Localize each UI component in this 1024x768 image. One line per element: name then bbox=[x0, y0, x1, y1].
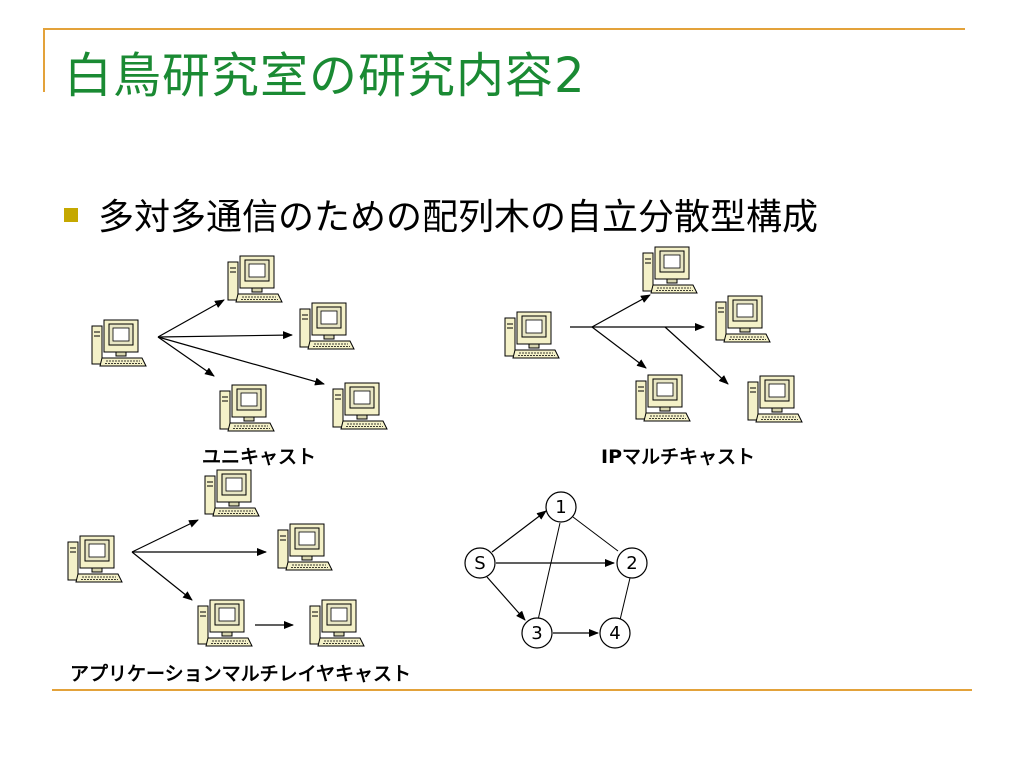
svg-text:2: 2 bbox=[626, 553, 637, 574]
graph-node-4: 4 bbox=[599, 617, 631, 649]
computer-icon bbox=[227, 255, 283, 303]
svg-text:3: 3 bbox=[531, 623, 542, 644]
app-multicast-diagram bbox=[67, 469, 365, 647]
computer-icon bbox=[67, 535, 123, 583]
computer-icon bbox=[277, 523, 333, 571]
bottom-border-line bbox=[52, 689, 972, 691]
node-graph: S 1 2 3 4 bbox=[464, 491, 648, 649]
computer-icon bbox=[197, 599, 253, 647]
slide-title: 白鳥研究室の研究内容2 bbox=[64, 48, 586, 104]
svg-text:4: 4 bbox=[609, 623, 620, 644]
unicast-caption: ユニキャスト bbox=[202, 446, 317, 468]
left-border-line bbox=[43, 28, 45, 92]
top-border-line bbox=[43, 28, 965, 30]
graph-node-3: 3 bbox=[521, 617, 553, 649]
bullet-marker bbox=[64, 208, 78, 222]
app-multicast-caption: アプリケーションマルチレイヤキャスト bbox=[70, 663, 412, 685]
bullet-text: 多対多通信のための配列木の自立分散型構成 bbox=[98, 197, 819, 238]
computer-icon bbox=[715, 295, 771, 343]
ip-multicast-diagram bbox=[504, 246, 803, 423]
unicast-diagram bbox=[91, 255, 388, 432]
graph-node-2: 2 bbox=[616, 547, 648, 579]
computer-icon bbox=[747, 375, 803, 423]
computer-icon bbox=[635, 374, 691, 422]
computer-icon bbox=[204, 469, 260, 517]
computer-icon bbox=[299, 302, 355, 350]
computer-icon bbox=[332, 382, 388, 430]
computer-icon bbox=[91, 319, 147, 367]
computer-icon bbox=[642, 246, 698, 294]
computer-icon bbox=[219, 384, 275, 432]
graph-node-1: 1 bbox=[545, 491, 577, 523]
computer-icon bbox=[309, 599, 365, 647]
svg-text:S: S bbox=[474, 553, 485, 574]
graph-node-s: S bbox=[464, 547, 496, 579]
computer-icon bbox=[504, 311, 560, 359]
svg-text:1: 1 bbox=[555, 497, 566, 518]
ip-multicast-caption: IPマルチキャスト bbox=[601, 446, 755, 468]
